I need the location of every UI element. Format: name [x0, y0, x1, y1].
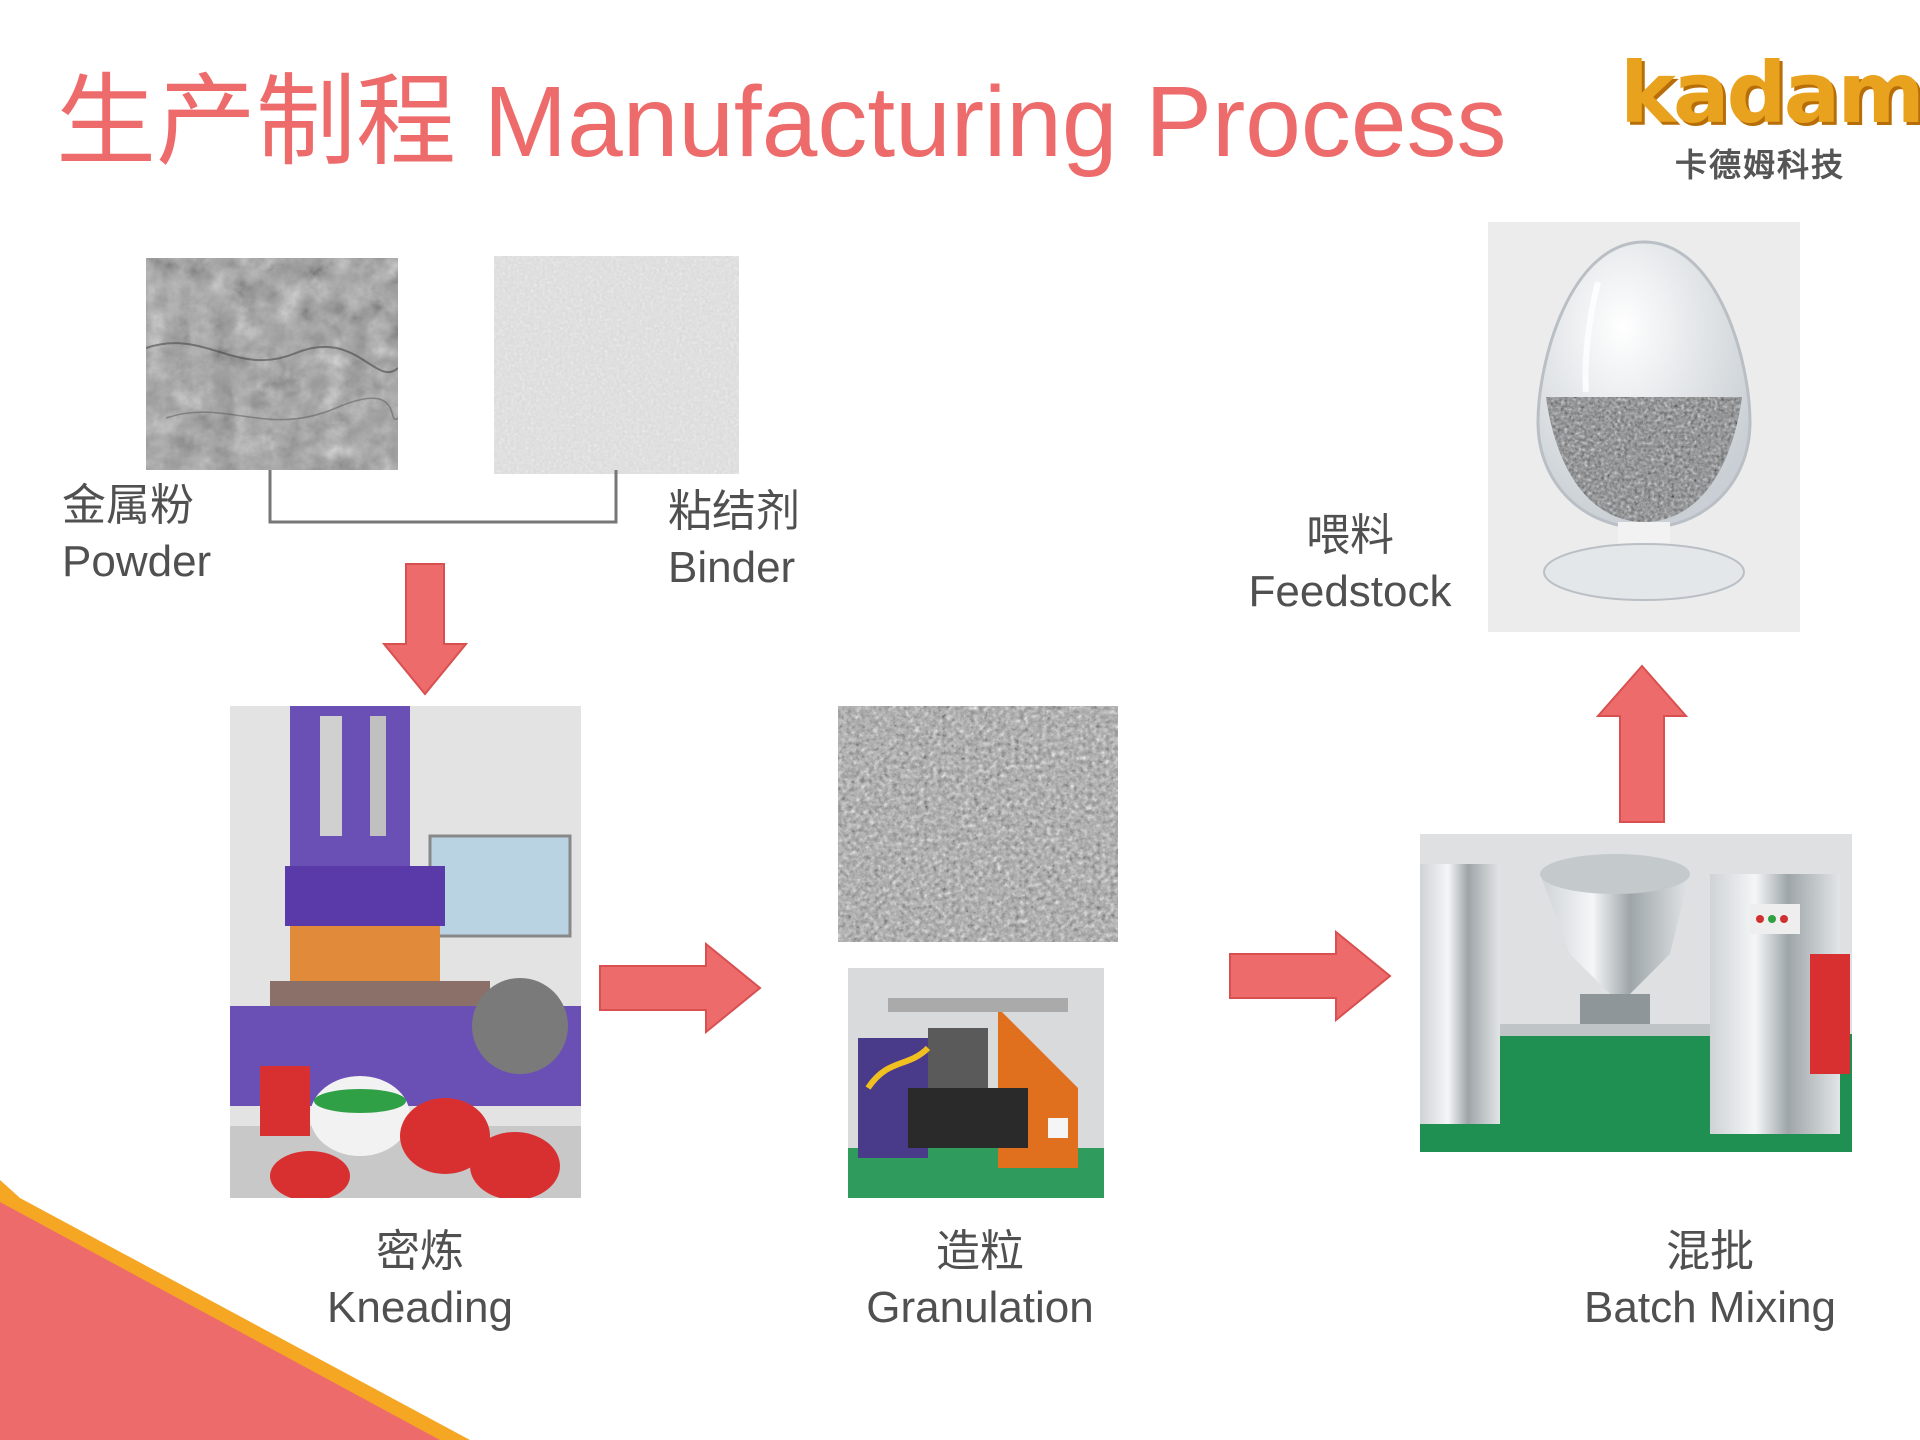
decorative-corner-stripe — [0, 1180, 470, 1440]
binder-label: 粘结剂 Binder — [668, 487, 800, 592]
page-title: 生产制程 Manufacturing Process — [56, 66, 1507, 178]
feedstock-label: 喂料 Feedstock — [1248, 511, 1452, 616]
arrow-down-icon — [382, 563, 468, 696]
batch-mixing-label: 混批 Batch Mixing — [1584, 1227, 1836, 1332]
powder-label: 金属粉 Powder — [62, 481, 212, 586]
granules-photo — [838, 706, 1118, 942]
granulation-label: 造粒 Granulation — [866, 1227, 1094, 1332]
granulation-machine-photo — [848, 968, 1104, 1198]
kneading-label: 密炼 Kneading — [327, 1227, 513, 1332]
logo-wordmark: kadam — [1620, 44, 1920, 142]
powder-photo — [146, 258, 398, 470]
logo-subtitle: 卡德姆科技 — [1674, 147, 1845, 183]
kadam-logo: kadam 卡德姆科技 — [1620, 44, 1920, 183]
bracket-connector — [268, 470, 618, 524]
feedstock-photo — [1488, 222, 1800, 632]
arrow-right-icon-2 — [1229, 930, 1392, 1022]
binder-photo — [494, 256, 739, 474]
arrow-right-icon — [599, 942, 762, 1034]
batch-mixing-photo — [1420, 834, 1852, 1152]
arrow-up-icon — [1596, 664, 1688, 823]
kneading-photo — [230, 706, 581, 1198]
